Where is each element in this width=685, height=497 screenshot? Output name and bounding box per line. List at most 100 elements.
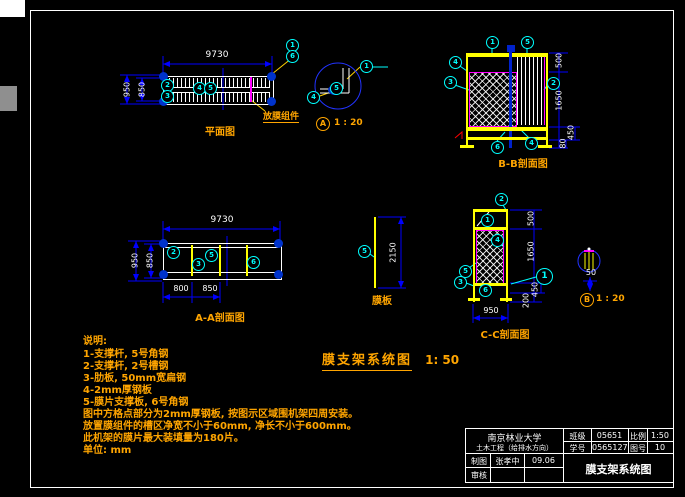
title-block-line: [628, 429, 629, 453]
aa-corner-node: [274, 239, 283, 248]
title-block: 南京林业大学 土木工程（给排水方向） 班级 05651 比例 1:50 学号 0…: [465, 428, 674, 483]
bb-foot-right: [538, 145, 552, 148]
bb-foot-left: [460, 145, 474, 148]
plan-membrane-band-bottom: [165, 92, 270, 102]
callout-bubble: 4: [307, 91, 320, 104]
callout-bubble: 2: [547, 77, 560, 90]
plan-corner-node: [267, 97, 276, 106]
drafter-date: 09.06: [532, 456, 555, 465]
callout-bubble: 3: [192, 258, 205, 271]
callout-bubble: 2: [167, 246, 180, 259]
aa-dim-left-outer: 950: [130, 252, 140, 269]
callout-bubble: 6: [247, 256, 260, 269]
aa-corner-node: [274, 270, 283, 279]
callout-bubble: 3: [444, 76, 457, 89]
callout-bubble: 6: [479, 284, 492, 297]
note-line: 2-支撑杆, 2号槽钢: [83, 361, 169, 372]
window-corner-artifact: [0, 0, 25, 17]
callout-bubble: 4: [449, 56, 462, 69]
detail-b-marker: B: [580, 293, 594, 307]
cc-dim-200: 200: [521, 292, 531, 309]
aa-corner-node: [159, 270, 168, 279]
student-id-value: 0565127: [592, 443, 627, 452]
callout-bubble: 1: [360, 60, 373, 73]
detail-a-scale: 1 : 20: [334, 118, 363, 128]
notes-heading: 说明:: [83, 336, 107, 347]
bb-dim-450: 450: [566, 124, 576, 141]
callout-bubble: 5: [205, 249, 218, 262]
bb-membrane-panel: [517, 57, 545, 125]
main-title: 膜支架系统图 1: 50: [322, 349, 460, 371]
plan-title: 平面图: [205, 127, 235, 138]
callout-bubble: 6: [286, 50, 299, 63]
aa-divider: [219, 245, 221, 276]
detail-b-dim: 50: [585, 268, 597, 277]
aa-frame: [163, 243, 282, 280]
title-block-line: [490, 453, 491, 482]
title-block-line: [524, 453, 525, 482]
bb-bottom-band-2: [466, 137, 548, 140]
title-block-line: [563, 429, 564, 482]
scale-value: 1:50: [651, 431, 669, 440]
title-block-line: [591, 429, 592, 453]
bb-dim-500: 500: [554, 52, 564, 69]
title-block-line: [647, 429, 648, 453]
callout-bubble: 1: [486, 36, 499, 49]
detail-b-scale: 1 : 20: [596, 294, 625, 304]
note-line: 5-膜片支撑板, 6号角钢: [83, 397, 189, 408]
callout-bubble: 3: [161, 90, 174, 103]
plan-membrane-band-top: [165, 78, 270, 88]
cc-right-post: [506, 209, 508, 302]
callout-bubble: 2: [161, 79, 174, 92]
callout-bubble: 1: [481, 214, 494, 227]
cc-title: C-C剖面图: [480, 330, 530, 341]
bb-dim-1650: 1650: [554, 90, 564, 111]
cc-band-2: [473, 227, 508, 230]
school-name: 南京林业大学: [487, 434, 542, 444]
callout-bubble: 5: [358, 245, 371, 258]
note-line: 放置膜组件的槽区净宽不小于60mm, 净长不小于600mm。: [83, 421, 357, 432]
bb-mullion-cap: [507, 45, 515, 52]
cc-left-post: [473, 209, 475, 302]
callout-bubble: 6: [491, 141, 504, 154]
note-line: 1-支撑杆, 5号角钢: [83, 349, 169, 360]
drawing-border: [30, 10, 674, 488]
note-line: 图中方格点部分为2mm厚钢板, 按图示区域围机架四周安装。: [83, 409, 359, 420]
bb-bottom-band-1: [466, 127, 548, 131]
checker-label: 审核: [471, 471, 487, 480]
aa-dim-800: 800: [173, 284, 189, 293]
plate-dim-2150: 2150: [388, 242, 398, 263]
plan-corner-node: [267, 72, 276, 81]
membrane-plate-label: 膜板: [372, 296, 392, 307]
cc-dim-500: 500: [526, 210, 536, 227]
note-line: 3-肋板, 50mm宽扁钢: [83, 373, 187, 384]
bb-left-post: [466, 53, 468, 148]
cc-bottom-band: [473, 283, 508, 286]
bb-dim-80: 80: [558, 138, 568, 149]
plan-dim-top: 9730: [205, 50, 229, 60]
callout-bubble: 2: [495, 193, 508, 206]
plan-callout-label: 放膜组件: [263, 109, 300, 123]
main-title-scale: 1: 50: [425, 353, 460, 367]
note-unit-line: 单位: mm: [83, 445, 132, 456]
plan-corner-node: [159, 72, 168, 81]
class-value: 05651: [596, 431, 623, 440]
plan-membrane-plate-line: [250, 77, 252, 102]
bb-title: B-B剖面图: [498, 159, 548, 170]
title-block-line: [563, 441, 673, 442]
cc-top-band: [473, 209, 508, 212]
scale-label: 比例: [630, 432, 646, 441]
bb-center-mullion: [509, 52, 512, 148]
note-line: 4-2mm厚钢板: [83, 385, 152, 396]
bb-right-post: [546, 53, 548, 148]
cc-foot-right: [500, 298, 512, 301]
callout-bubble: 5: [204, 82, 217, 95]
aa-inner-line-top: [165, 247, 278, 248]
cc-dim-1650: 1650: [526, 241, 536, 262]
callout-bubble: 4: [491, 234, 504, 247]
drawing-title: 膜支架系统图: [585, 463, 652, 476]
class-label: 班级: [569, 432, 586, 441]
aa-dim-top: 9730: [210, 215, 234, 225]
detail-callout-bubble: 1: [536, 268, 553, 285]
